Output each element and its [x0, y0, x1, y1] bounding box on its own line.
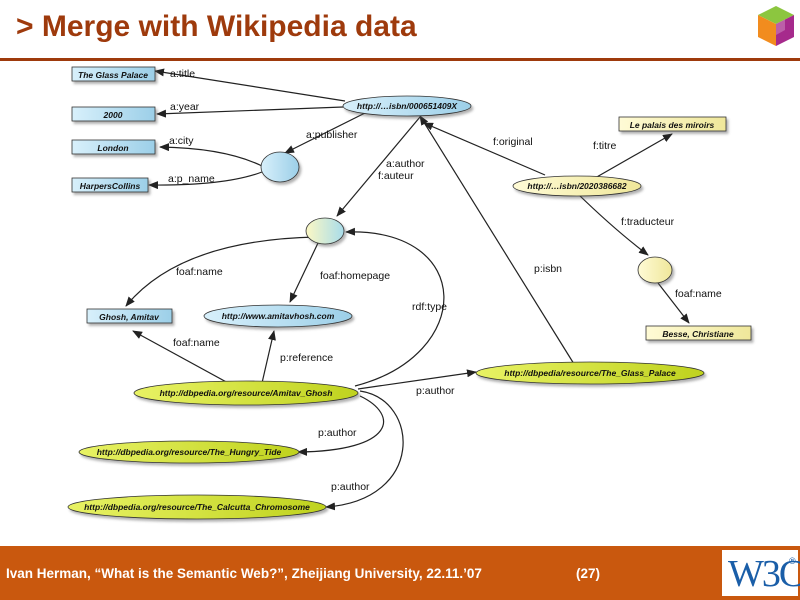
literal-london [71, 139, 156, 155]
literal-london-text: London [97, 143, 128, 153]
resource-isbn-fr [512, 175, 642, 197]
semantic-web-cube-icon [758, 6, 794, 46]
edge-f-titre [594, 133, 673, 179]
label-p-isbn: p:isbn [534, 263, 562, 275]
blank-node-translator [637, 256, 673, 284]
w3c-logo-background [722, 550, 798, 596]
literal-besse [645, 325, 752, 341]
edge-a-title [154, 68, 346, 102]
label-p-author-hungry: p:author [318, 427, 357, 439]
title-text: Merge with Wikipedia data [41, 10, 417, 43]
literal-year [71, 106, 156, 122]
edge-p-isbn [419, 115, 575, 365]
label-foaf-name-dbpedia: foaf:name [173, 337, 220, 349]
resource-isbn-en [342, 95, 472, 117]
literal-ghosh-text: Ghosh, Amitav [99, 312, 160, 322]
label-a-title: a:title [170, 68, 195, 80]
label-f-auteur: f:auteur [378, 170, 414, 182]
literal-harpercollins [71, 177, 149, 193]
resource-dbp-hungry [78, 440, 300, 464]
label-f-titre: f:titre [593, 140, 616, 152]
edge-p-author-glass [357, 369, 477, 390]
w3c-logo: W3C [728, 553, 800, 595]
label-foaf-name-ghosh: foaf:name [176, 266, 223, 278]
rdf-graph-diagram: a:title a:year a:city a:p_name a:publish… [67, 66, 752, 520]
edge-a-year [156, 106, 344, 118]
label-p-author-glass: p:author [416, 385, 455, 397]
label-rdf-type: rdf:type [412, 301, 447, 313]
resource-dbp-ghosh-text: http://dbpedia.org/resource/Amitav_Ghosh [160, 388, 333, 398]
resource-dbp-calcutta-text: http://dbpedia.org/resource/The_Calcutta… [84, 502, 310, 512]
resource-dbp-ghosh [133, 380, 359, 406]
label-a-publisher: a:publisher [306, 129, 358, 141]
title-rule [0, 58, 800, 61]
label-a-year: a:year [170, 101, 200, 113]
edge-a-publisher [284, 112, 366, 154]
edge-f-traducteur [577, 193, 649, 256]
resource-dbp-hungry-text: http://dbpedia.org/resource/The_Hungry_T… [97, 447, 282, 457]
footer-text: Ivan Herman, “What is the Semantic Web?”… [6, 566, 482, 581]
label-p-author-calcutta: p:author [331, 481, 370, 493]
literal-ghosh [86, 308, 173, 324]
literal-glass-palace-text: The Glass Palace [78, 70, 148, 80]
label-p-reference: p:reference [280, 352, 333, 364]
registered-mark: ® [789, 556, 796, 566]
label-foaf-name-besse: foaf:name [675, 288, 722, 300]
resource-dbp-glass-text: http://dbpedia/resource/The_Glass_Palace [504, 368, 676, 378]
edge-foaf-name-besse [657, 282, 690, 324]
footer-bar: Ivan Herman, “What is the Semantic Web?”… [0, 546, 800, 600]
label-foaf-homepage: foaf:homepage [320, 270, 390, 282]
blank-node-publisher [260, 151, 300, 183]
title-chevron: > [16, 10, 34, 43]
resource-isbn-fr-text: http://…isbn/2020386682 [527, 181, 626, 191]
resource-homepage [203, 304, 353, 328]
literal-palais-text: Le palais des miroirs [630, 120, 715, 130]
label-f-traducteur: f:traducteur [621, 216, 675, 228]
edge-p-author-calcutta [325, 390, 404, 511]
label-a-p-name: a:p_name [168, 173, 215, 185]
edge-p-reference [261, 330, 276, 384]
label-a-city: a:city [169, 135, 194, 147]
slide-title: > Merge with Wikipedia data [16, 10, 417, 44]
edge-f-original [423, 122, 546, 176]
resource-isbn-en-text: http://…isbn/000651409X [357, 101, 458, 111]
edge-a-p-name [148, 171, 263, 190]
edge-p-author-hungry [297, 395, 385, 456]
literal-besse-text: Besse, Christiane [662, 329, 734, 339]
edge-foaf-name-dbpedia [132, 330, 231, 385]
label-f-original: f:original [493, 136, 533, 148]
edge-foaf-name-ghosh [125, 236, 317, 307]
label-a-author: a:author [386, 158, 425, 170]
resource-homepage-text: http://www.amitavhosh.com [222, 311, 335, 321]
literal-year-text: 2000 [103, 110, 123, 120]
literal-glass-palace [71, 66, 156, 82]
page-number: (27) [576, 566, 601, 581]
edge-a-author [336, 116, 421, 217]
edge-a-city [159, 143, 263, 167]
edge-rdf-type [345, 227, 445, 387]
blank-node-author [305, 217, 345, 245]
edge-foaf-homepage [289, 242, 319, 303]
resource-dbp-calcutta [67, 494, 327, 520]
literal-harpercollins-text: HarpersCollins [80, 181, 141, 191]
literal-palais [618, 116, 727, 132]
resource-dbp-glass [475, 361, 705, 385]
